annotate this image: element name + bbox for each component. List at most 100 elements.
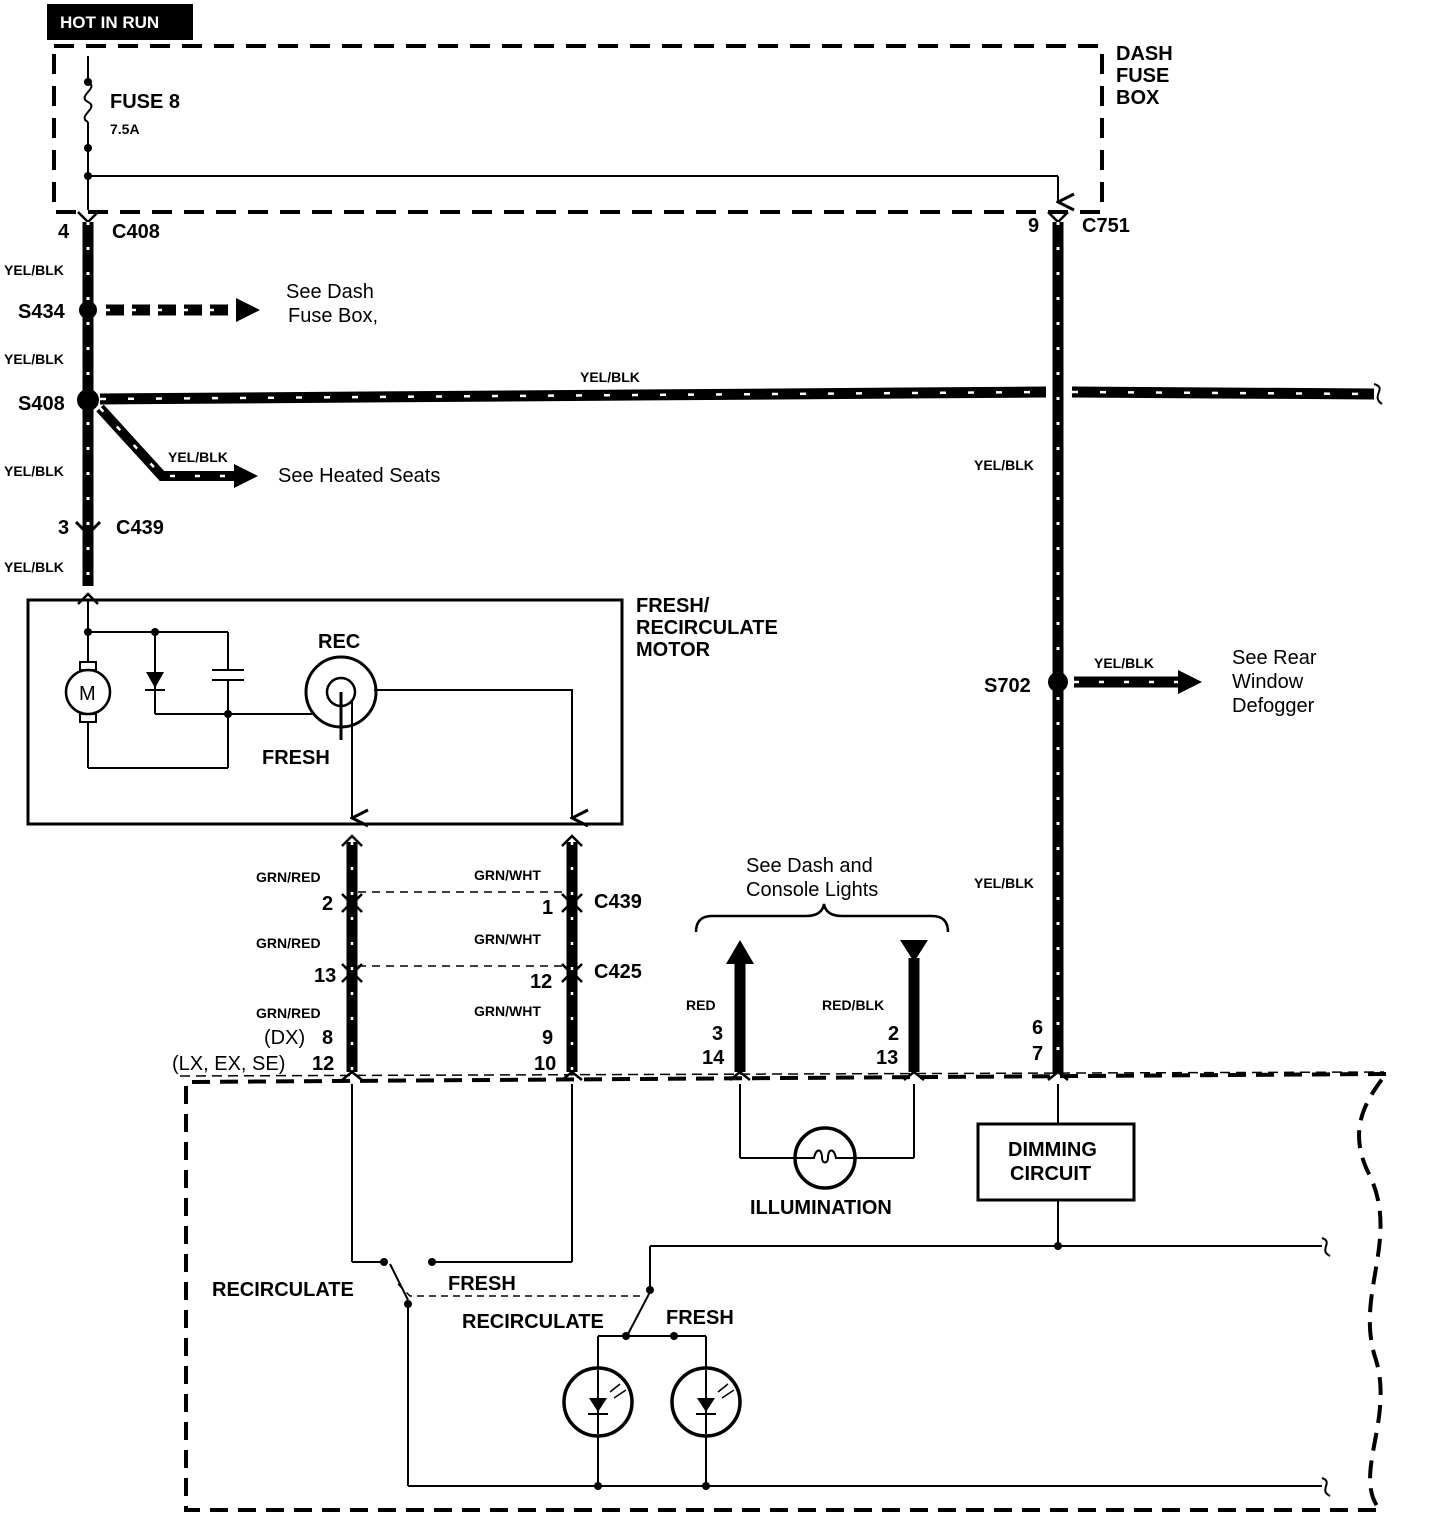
fuse-node-bottom: [84, 144, 92, 152]
motor-icon: M: [64, 661, 112, 723]
switch2-contact-b: [670, 1332, 678, 1340]
c425-pin-right: 12: [530, 971, 552, 993]
svg-text:MOTOR: MOTOR: [636, 639, 711, 661]
wire-label-yel-blk-right-2: YEL/BLK: [974, 875, 1034, 891]
svg-text:DASH: DASH: [1116, 43, 1173, 65]
dash-fuse-box-label: DASH FUSE BOX: [1116, 43, 1173, 109]
svg-text:M: M: [79, 683, 96, 705]
motor-node-a: [84, 628, 92, 636]
wire-label-grn-red-1: GRN/RED: [256, 869, 321, 885]
led-ground-node-a: [594, 1482, 602, 1490]
dx-label: (DX): [264, 1027, 305, 1049]
fuse-rating: 7.5A: [110, 121, 140, 137]
wire-label-grn-wht-2: GRN/WHT: [474, 931, 541, 947]
switch1-fresh-label: FRESH: [448, 1273, 516, 1295]
c439-top-pin: 3: [58, 517, 69, 539]
illumination-label: ILLUMINATION: [750, 1197, 892, 1219]
dimming-circuit-line2: CIRCUIT: [1010, 1163, 1091, 1185]
s408-horizontal-wire: [99, 383, 1383, 405]
wire-label-yel-blk-3: YEL/BLK: [4, 463, 64, 479]
switch1-recirculate-label: RECIRCULATE: [212, 1279, 354, 1301]
wire-label-grn-wht-3: GRN/WHT: [474, 1003, 541, 1019]
c751-label: C751: [1082, 215, 1130, 237]
fuse-node-branch: [84, 172, 92, 180]
c425-pin-left: 13: [314, 965, 336, 987]
lx-pin-left: 12: [312, 1053, 334, 1075]
svg-text:Console Lights: Console Lights: [746, 879, 878, 901]
c751-pin: 9: [1028, 215, 1039, 237]
c439-top-label: C439: [116, 517, 164, 539]
c439-pin-right: 1: [542, 897, 553, 919]
svg-text:Fuse Box,: Fuse Box,: [288, 305, 378, 327]
dimming-circuit-line1: DIMMING: [1008, 1139, 1097, 1161]
wire-connectors-chevrons: [341, 834, 583, 983]
illumination-bulb-icon: [793, 1126, 857, 1190]
wire-label-grn-red-2: GRN/RED: [256, 935, 321, 951]
motor-node-b: [151, 628, 159, 636]
s408-splice: [77, 389, 99, 411]
red-pin-top: 3: [712, 1023, 723, 1045]
recirculate-led-icon: [562, 1366, 634, 1438]
dx-pin-right: 9: [542, 1027, 553, 1049]
s702-label: S702: [984, 675, 1031, 697]
control-unit-top-dashline: [179, 1071, 1385, 1077]
yel-pin-top: 6: [1032, 1017, 1043, 1039]
wire-label-yel-blk-2: YEL/BLK: [4, 351, 64, 367]
diode-icon: [146, 672, 164, 688]
fuse-name: FUSE 8: [110, 91, 180, 113]
s702-branch-wire: [1074, 670, 1202, 694]
rec-fresh-cam-switch-icon: [304, 655, 378, 740]
fresh-label-motor: FRESH: [262, 747, 330, 769]
heated-seats-branch-wire: [96, 404, 258, 488]
s702-splice: [1048, 672, 1068, 692]
fuse-node-top: [84, 78, 92, 86]
redblk-pin-bottom: 13: [876, 1047, 898, 1069]
switch2-fresh-label: FRESH: [666, 1307, 734, 1329]
wire-label-yel-blk-horizontal: YEL/BLK: [580, 369, 640, 385]
dash-fuse-box-outline: [52, 44, 1104, 214]
wire-label-yel-blk-s702: YEL/BLK: [1094, 655, 1154, 671]
control-unit-input-chevrons: [341, 1070, 1069, 1081]
rec-label: REC: [318, 631, 360, 653]
red-blk-wire: [900, 940, 928, 1072]
switch2-feed-node: [1054, 1242, 1062, 1250]
wire-label-grn-wht-1: GRN/WHT: [474, 867, 541, 883]
dimming-circuit-box: [976, 1122, 1136, 1202]
fuse-8-symbol: [83, 56, 1058, 210]
switch2-pivot: [622, 1332, 630, 1340]
wire-label-yel-blk-4: YEL/BLK: [4, 559, 64, 575]
c439-label: C439: [594, 891, 642, 913]
svg-text:RECIRCULATE: RECIRCULATE: [636, 617, 778, 639]
see-dash-console-lights-note: See Dash and Console Lights: [746, 855, 878, 901]
svg-text:See Dash: See Dash: [286, 281, 374, 303]
s434-splice: [79, 301, 97, 319]
control-unit-right-wire-end-bottom: [1321, 1477, 1331, 1497]
see-heated-seats-note: See Heated Seats: [278, 465, 440, 487]
control-unit-internal-wiring: [351, 1084, 1322, 1487]
svg-text:See Rear: See Rear: [1232, 647, 1317, 669]
c439-pin-left: 2: [322, 893, 333, 915]
see-dash-fuse-box-note: See Dash Fuse Box,: [286, 281, 378, 327]
wire-label-grn-red-3: GRN/RED: [256, 1005, 321, 1021]
led-ground-node-b: [702, 1482, 710, 1490]
motor-node-c: [224, 710, 232, 718]
hot-in-run-badge: [47, 4, 193, 40]
red-wire: [726, 940, 754, 1072]
svg-text:FRESH/: FRESH/: [636, 595, 710, 617]
hot-in-run-label: HOT IN RUN: [60, 13, 159, 32]
c408-label: C408: [112, 221, 160, 243]
s434-label: S434: [18, 301, 66, 323]
switch1-linkage: [397, 1283, 644, 1297]
wire-label-yel-blk-right-1: YEL/BLK: [974, 457, 1034, 473]
svg-text:Defogger: Defogger: [1232, 695, 1315, 717]
c408-pin: 4: [58, 221, 70, 243]
svg-text:Window: Window: [1232, 671, 1304, 693]
s434-branch-wire: [106, 298, 260, 322]
c425-label: C425: [594, 961, 642, 983]
fresh-led-icon: [670, 1366, 742, 1438]
motor-title: FRESH/ RECIRCULATE MOTOR: [636, 595, 778, 661]
yel-pin-bottom: 7: [1032, 1043, 1043, 1065]
switch2-contact: [646, 1286, 654, 1294]
red-pin-bottom: 14: [702, 1047, 725, 1069]
